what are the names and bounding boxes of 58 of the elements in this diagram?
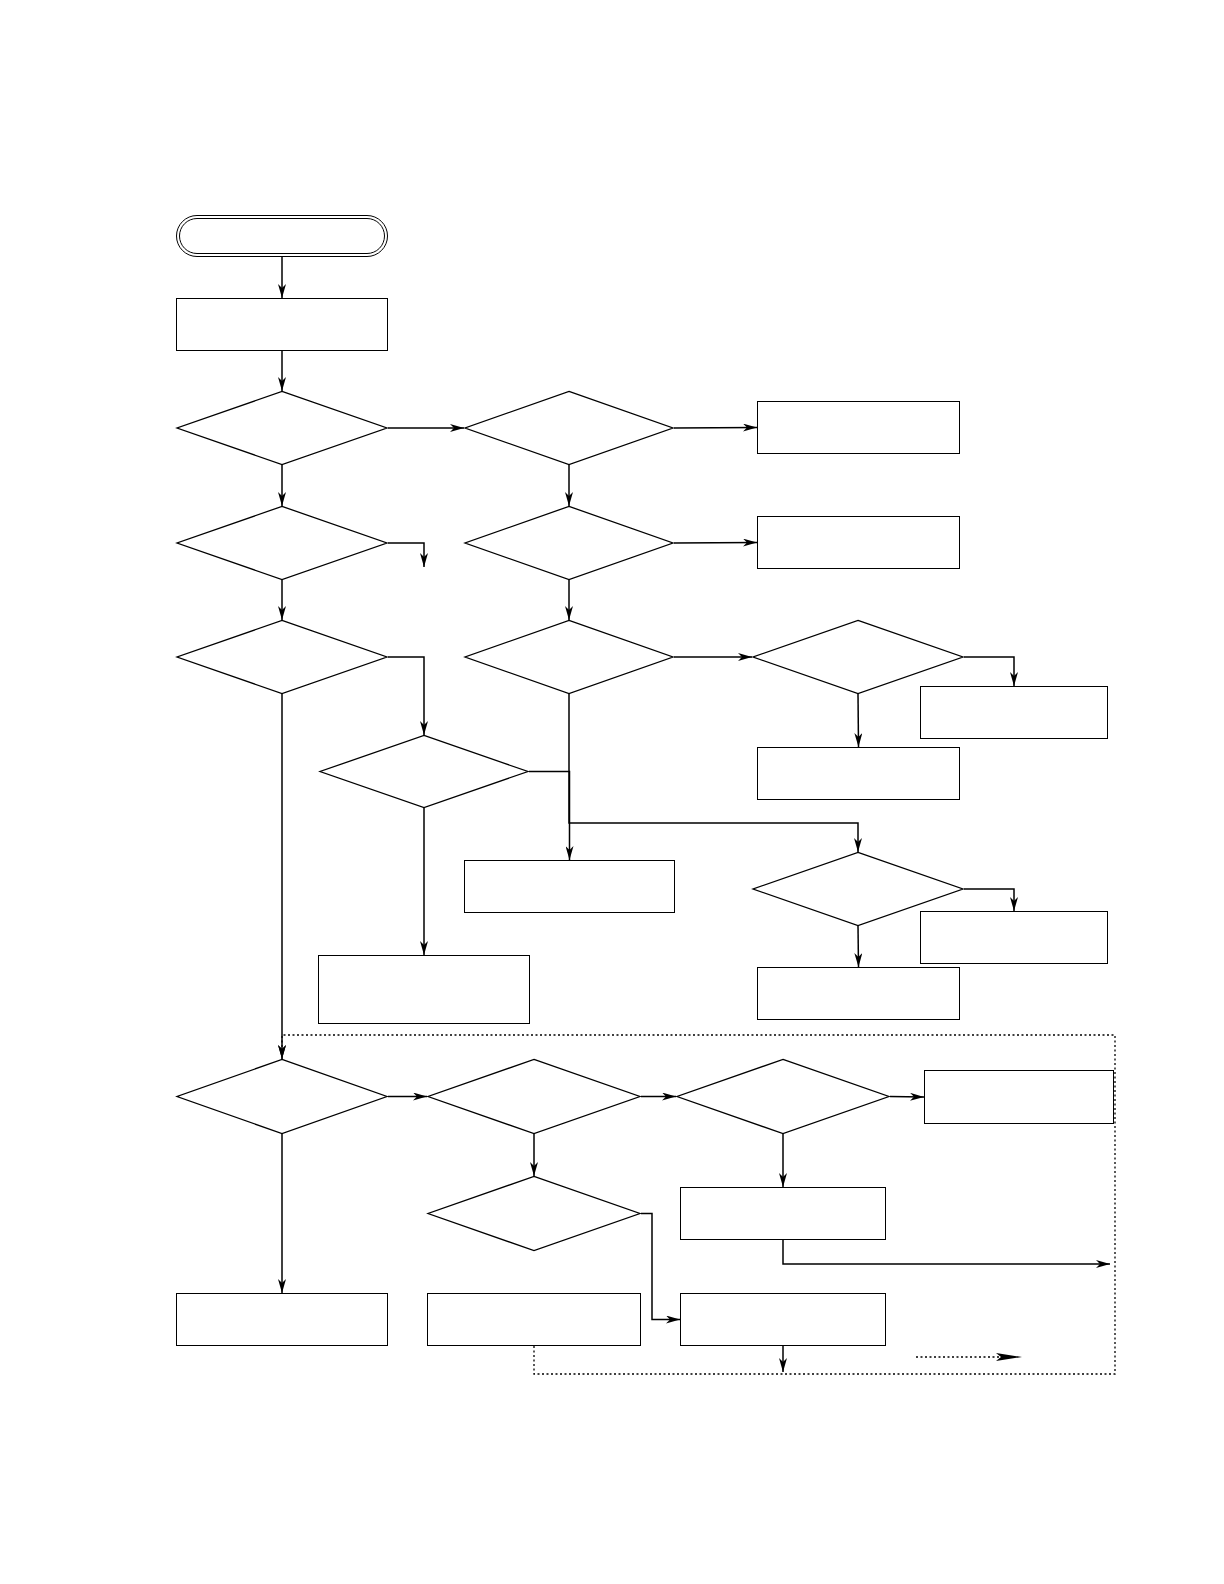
arrow (854, 693, 863, 748)
process-box (176, 1293, 388, 1346)
process-box (757, 401, 960, 454)
process-box (757, 516, 960, 569)
arrow (889, 1092, 925, 1101)
dotted-arrow (278, 1034, 1116, 1375)
terminal-shape (176, 215, 388, 257)
arrow (640, 1092, 677, 1101)
arrow (278, 693, 286, 1060)
arrow (530, 1133, 538, 1177)
process-box (464, 860, 675, 913)
arrow (854, 925, 863, 968)
process-box (427, 1293, 641, 1346)
arrow (963, 656, 1018, 687)
arrow (565, 579, 573, 621)
decision-diamond (176, 620, 388, 694)
decision-diamond (676, 1059, 890, 1134)
arrow (640, 1212, 681, 1324)
process-box (318, 955, 530, 1024)
arrow (673, 423, 758, 432)
decision-diamond (427, 1059, 641, 1134)
arrow (782, 1239, 1111, 1268)
arrow (568, 693, 862, 853)
arrow (387, 542, 428, 568)
process-box (176, 298, 388, 351)
arrow (278, 350, 286, 392)
arrow (278, 579, 286, 621)
arrow (278, 256, 286, 299)
arrow (963, 888, 1018, 912)
process-box (757, 747, 960, 800)
process-box (757, 967, 960, 1020)
decision-diamond (319, 735, 529, 808)
decision-diamond (464, 391, 674, 465)
arrow (387, 1092, 428, 1101)
arrow (779, 1345, 787, 1373)
arrow (387, 656, 428, 736)
arrow (673, 653, 753, 661)
process-box (680, 1187, 886, 1240)
decision-diamond (176, 1059, 388, 1134)
arrow (779, 1133, 787, 1188)
arrow (278, 464, 286, 507)
decision-diamond (752, 852, 964, 926)
decision-diamond (464, 506, 674, 580)
decision-diamond (464, 620, 674, 694)
decision-diamond (176, 391, 388, 465)
decision-diamond (176, 506, 388, 580)
process-box (680, 1293, 886, 1346)
decision-diamond (752, 620, 964, 694)
arrow (278, 1133, 286, 1294)
decision-diamond (427, 1176, 641, 1251)
process-box (924, 1070, 1114, 1124)
arrow (420, 807, 428, 956)
arrow (387, 424, 465, 432)
arrow (565, 464, 573, 507)
arrow (673, 538, 758, 547)
process-box (920, 911, 1108, 964)
process-box (920, 686, 1108, 739)
arrow (528, 770, 574, 861)
